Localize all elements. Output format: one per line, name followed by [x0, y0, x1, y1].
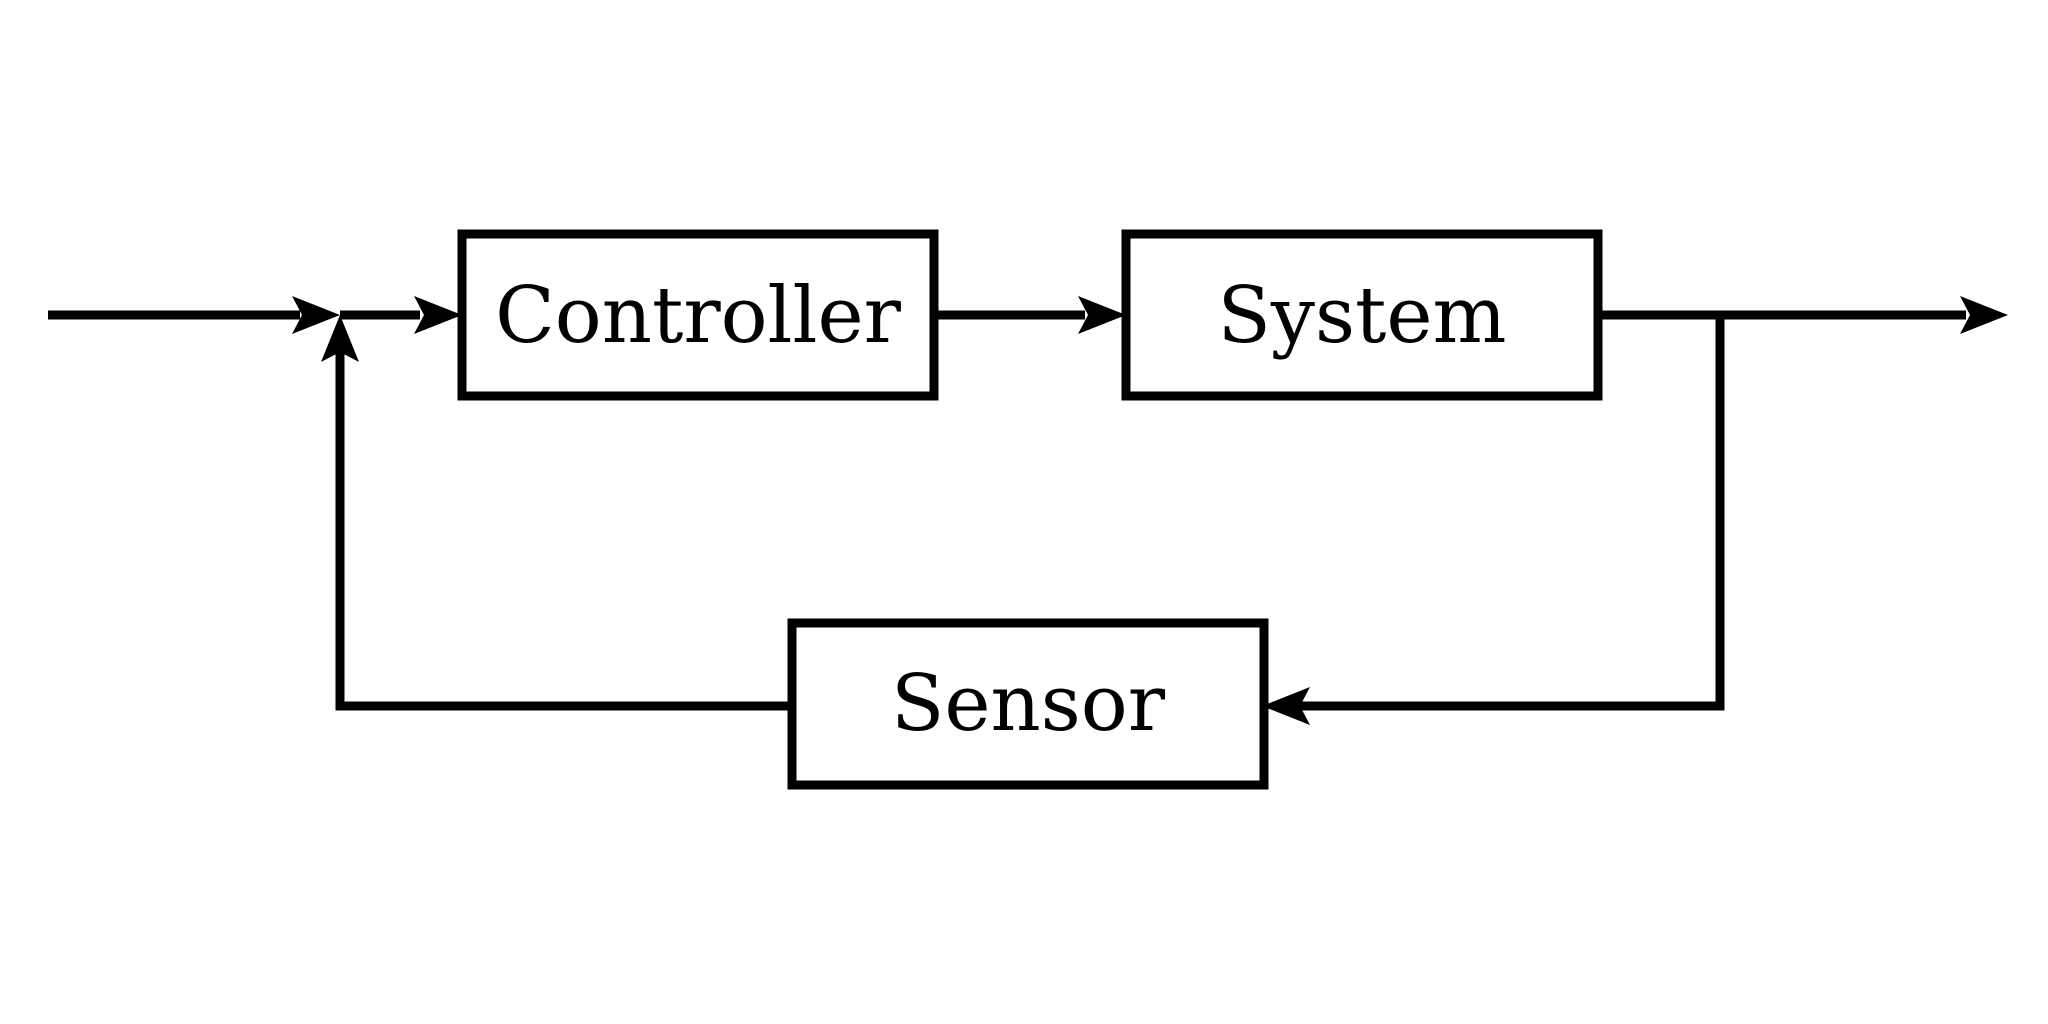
- controller-block: Controller: [457, 229, 939, 401]
- output-arrowhead: [1960, 296, 2008, 334]
- sensor-input-arrowhead: [1262, 687, 1310, 725]
- feedback-return-line: [335, 352, 792, 711]
- controller-input-arrowhead: [414, 296, 462, 334]
- controller-label: Controller: [495, 271, 902, 361]
- system-input-arrowhead: [1078, 296, 1126, 334]
- sensor-label: Sensor: [891, 659, 1166, 749]
- feedback-branch-line: [1300, 315, 1725, 711]
- input-arrowhead: [292, 296, 340, 334]
- system-label: System: [1218, 271, 1507, 361]
- feedback-arrowhead: [321, 315, 359, 362]
- system-block: System: [1121, 229, 1603, 401]
- sensor-block: Sensor: [787, 618, 1269, 790]
